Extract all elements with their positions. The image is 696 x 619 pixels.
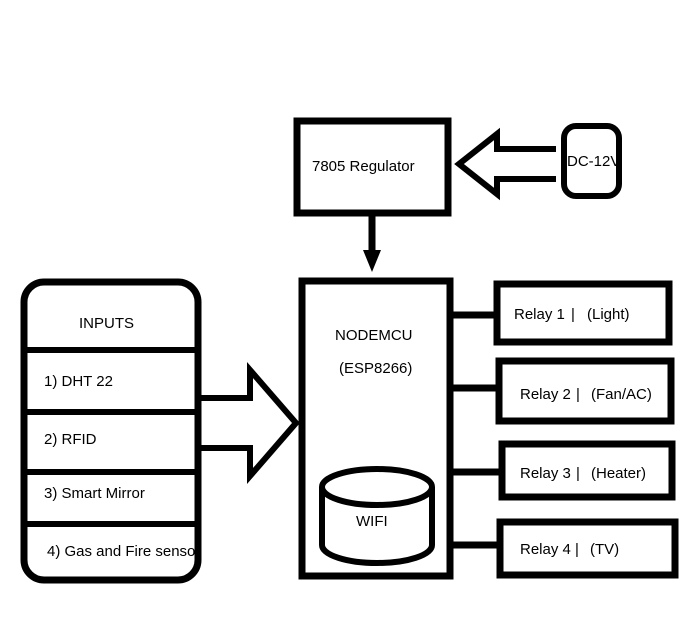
power-source-box <box>561 123 622 199</box>
inputs-block: INPUTS 1) DHT 22 2) RFID 3) Smart Mirror… <box>20 278 202 584</box>
relay-2-block: Relay 2 | (Fan/AC) <box>495 357 675 425</box>
inputs-to-nodemcu-arrow <box>198 361 300 485</box>
regulator-label: 7805 Regulator <box>312 158 415 175</box>
relay-1-separator: | <box>571 306 575 323</box>
wifi-cylinder-rim <box>319 486 435 508</box>
input-item-dht22: 1) DHT 22 <box>44 373 113 390</box>
wifi-module: WIFI <box>319 466 435 566</box>
relay-1-block: Relay 1 | (Light) <box>493 280 673 346</box>
relay-1-name: Relay 1 <box>514 306 565 323</box>
regulator-to-nodemcu-head <box>363 250 381 272</box>
relay-4-name: Relay 4 <box>520 541 571 558</box>
power-source-block: DC-12V <box>561 123 622 199</box>
wifi-label: WIFI <box>356 513 388 530</box>
inputs-box <box>20 278 202 584</box>
relay-4-separator: | <box>575 541 579 558</box>
input-item-rfid: 2) RFID <box>44 431 97 448</box>
relay-3-separator: | <box>576 465 580 482</box>
relay-2-separator: | <box>576 386 580 403</box>
relay-2-name: Relay 2 <box>520 386 571 403</box>
nodemcu-box <box>298 277 454 580</box>
nodemcu-subtitle: (ESP8266) <box>339 360 412 377</box>
relay-4-load: (TV) <box>590 541 619 558</box>
nodemcu-block: NODEMCU (ESP8266) WIFI <box>298 277 454 580</box>
relay-3-load: (Heater) <box>591 465 646 482</box>
input-item-smart-mirror: 3) Smart Mirror <box>44 485 145 502</box>
input-item-gas-fire-sensor: 4) Gas and Fire sensor <box>47 543 200 560</box>
wifi-cylinder <box>319 466 435 566</box>
relay-4-block: Relay 4 | (TV) <box>496 518 679 579</box>
inputs-header: INPUTS <box>79 315 134 332</box>
relay-3-block: Relay 3 | (Heater) <box>498 440 676 501</box>
relay-1-load: (Light) <box>587 306 630 323</box>
relay-2-load: (Fan/AC) <box>591 386 652 403</box>
nodemcu-title: NODEMCU <box>335 327 413 344</box>
regulator-block: 7805 Regulator <box>293 117 452 217</box>
power-to-regulator-arrow <box>454 127 556 201</box>
relay-3-name: Relay 3 <box>520 465 571 482</box>
power-source-label: DC-12V <box>567 153 620 170</box>
regulator-to-nodemcu-arrow <box>363 213 381 272</box>
